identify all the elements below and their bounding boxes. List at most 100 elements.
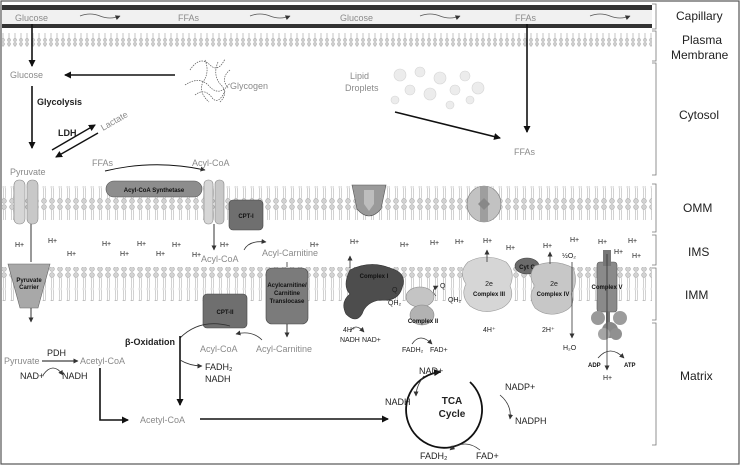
complex-3 (462, 256, 513, 312)
cpt2-enzyme (202, 293, 248, 329)
complex-4-2e-label: 2e (550, 281, 558, 288)
complex-1-qh2-label: QH₂ (388, 300, 402, 307)
activation-arrow (104, 164, 206, 172)
complex-3-label: Complex III (473, 292, 505, 298)
nad-reduction-arrow (42, 367, 64, 376)
complex-1-q-label: Q (392, 287, 398, 294)
svg-text:H+: H+ (102, 241, 111, 248)
complex-1-reaction-arrow (349, 326, 365, 333)
outer-mitochondrial-membrane (2, 186, 652, 220)
complex-2-qh2-label: QH₂ (448, 297, 462, 304)
tca-nadh-label: NADH (385, 397, 411, 407)
translocase-label-2: Carnitine (274, 291, 301, 297)
pyruvate-label: Pyruvate (10, 167, 46, 177)
lipid-droplet-icon (390, 66, 485, 110)
svg-text:H+: H+ (350, 239, 359, 246)
ldh-reverse-arrow (55, 132, 99, 158)
atp-label: ATP (624, 363, 636, 369)
adp-label: ADP (588, 363, 601, 369)
tca-label-1: TCA (442, 396, 463, 407)
lipid-droplets-label-1: Lipid (350, 71, 369, 81)
svg-text:H+: H+ (632, 253, 641, 260)
ffas-left-label: FFAs (92, 158, 114, 168)
tca-nad-arrow (413, 375, 425, 397)
zone-brackets (652, 3, 657, 446)
zone-imm-label: IMM (685, 288, 708, 302)
pyruvate-carrier (7, 263, 51, 309)
cytosol-ffas-label: FFAs (514, 147, 536, 157)
svg-text:H+: H+ (570, 237, 579, 244)
svg-text:H+: H+ (310, 242, 319, 249)
matrix-acetyl-coa-label-2: Acetyl-CoA (140, 415, 185, 425)
water-label: H₂O (563, 345, 577, 352)
flow-arrow-icon (589, 13, 631, 20)
tca-fadh2-label: FADH₂ (420, 451, 448, 461)
complex-4 (530, 262, 576, 315)
matrix-acyl-carnitine-label: Acyl-Carnitine (256, 344, 312, 354)
complex-4-2h-label: 2H⁺ (542, 327, 555, 334)
beta-oxidation-label: β-Oxidation (125, 337, 175, 347)
lipid-droplets-label-2: Droplets (345, 83, 379, 93)
matrix-nadplus-label: NAD+ (20, 371, 44, 381)
complex-3-4h-label: 4H⁺ (483, 327, 496, 334)
svg-text:H+: H+ (48, 238, 57, 245)
translocase-label-3: Translocase (270, 299, 305, 305)
omm-porin-2 (466, 185, 502, 223)
complex-4-o2-label: ½O₂ (562, 252, 576, 260)
translocase-label-1: Acylcarnitine/ (267, 283, 307, 289)
complex-2-q-label: Q (440, 283, 446, 290)
flow-arrow-icon (79, 13, 121, 20)
svg-text:H+: H+ (15, 242, 24, 249)
tca-fadplus-label: FAD+ (476, 451, 499, 461)
svg-text:H+: H+ (483, 238, 492, 245)
omm-pyruvate-porin (13, 179, 39, 225)
tca-nadpplus-label: NADP+ (505, 382, 535, 392)
complex-2-fadh2-label: FADH₂ (402, 347, 424, 354)
zone-plasma-label-1: Plasma (682, 33, 722, 47)
ldh-forward-arrow (51, 124, 96, 151)
beta-oxidation-curve (179, 323, 231, 339)
svg-text:H+: H+ (137, 241, 146, 248)
svg-text:H+: H+ (543, 243, 552, 250)
capillary-glucose-label-2: Glucose (340, 13, 373, 23)
complex-5-h-label: H+ (603, 375, 612, 382)
acyl-coa-synthetase-label: Acyl-CoA Synthetase (124, 188, 185, 194)
matrix-nadh-label: NADH (62, 371, 88, 381)
complex-1-label: Complex I (360, 274, 389, 280)
matrix-acyl-coa-label: Acyl-CoA (200, 344, 238, 354)
ims-acyl-coa-label: Acyl-CoA (201, 254, 239, 264)
svg-text:H+: H+ (172, 242, 181, 249)
glycogen-icon (184, 58, 231, 103)
acetyl-coa-path (99, 368, 129, 424)
lipolysis-arrow (394, 111, 501, 140)
ldh-label: LDH (58, 128, 77, 138)
capillary-ffas-label-2: FFAs (515, 13, 537, 23)
omm-acyl-porin (203, 179, 225, 225)
complex-4-label: Complex IV (537, 292, 570, 298)
capillary-glucose-label-1: Glucose (15, 13, 48, 23)
tca-fad-arrow (449, 443, 481, 451)
svg-text:H+: H+ (156, 251, 165, 258)
zone-plasma-label-2: Membrane (671, 48, 729, 62)
zone-capillary-label: Capillary (676, 9, 723, 23)
capillary-ffas-label-1: FFAs (178, 13, 200, 23)
capillary-region: Glucose FFAs Glucose FFAs (2, 5, 652, 28)
plasma-membrane (2, 33, 652, 47)
flow-arrow-icon (419, 13, 461, 20)
acyl-coa-synthetase (105, 180, 203, 198)
glycolysis-label: Glycolysis (37, 97, 82, 107)
svg-text:H+: H+ (506, 245, 515, 252)
svg-text:H+: H+ (220, 242, 229, 249)
svg-text:H+: H+ (598, 239, 607, 246)
cpt2-reaction-arrow (235, 330, 263, 341)
tca-cycle (405, 369, 483, 449)
acyl-coa-label: Acyl-CoA (192, 158, 230, 168)
svg-text:H+: H+ (628, 238, 637, 245)
svg-text:H+: H+ (430, 240, 439, 247)
cpt1-reaction-arrow (243, 238, 267, 251)
complex-2-label: Complex II (408, 319, 439, 325)
matrix-pyruvate-label: Pyruvate (4, 356, 40, 366)
cytosol-glucose-label: Glucose (10, 70, 43, 80)
pyruvate-carrier-label-2: Carrier (19, 285, 39, 291)
